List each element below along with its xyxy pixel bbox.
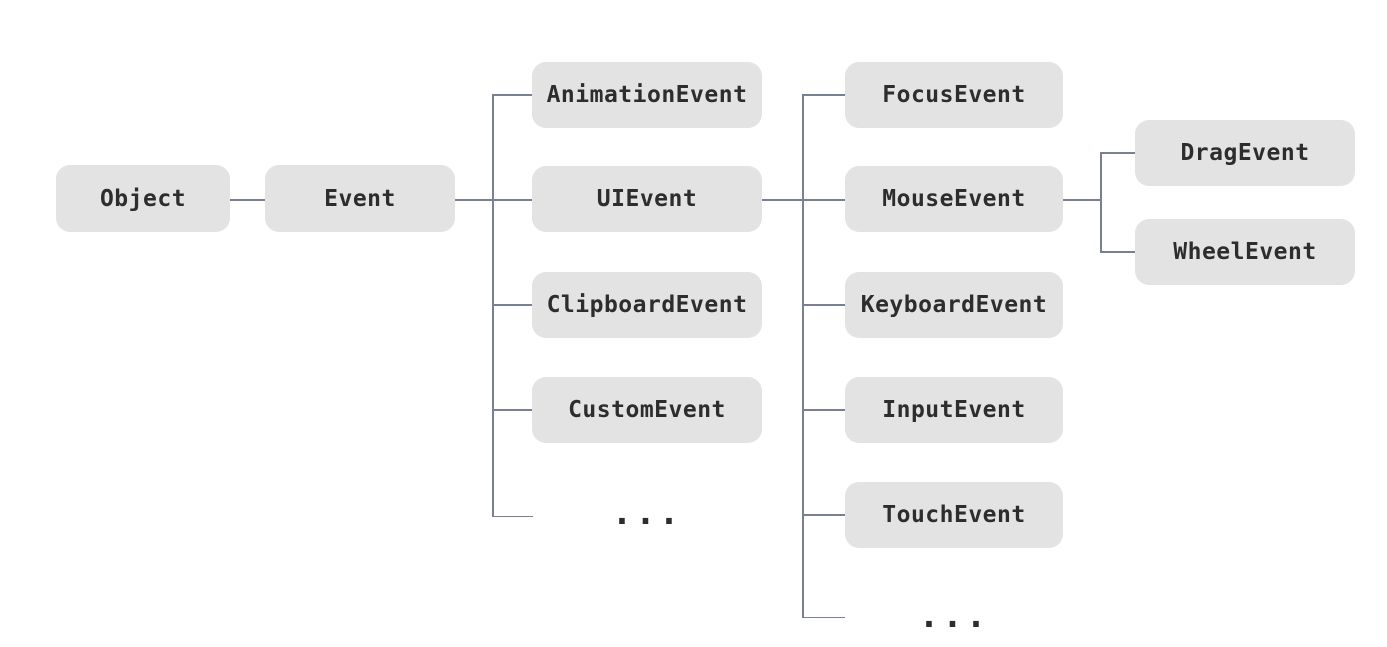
ellipsis-uievent-children: ... xyxy=(845,599,1063,633)
node-event: Event xyxy=(265,165,455,232)
connector-stub-touchevent xyxy=(802,514,845,516)
node-keyboardevent-label: KeyboardEvent xyxy=(860,292,1048,318)
connector-stub-wheelevent xyxy=(1100,251,1135,253)
node-inputevent-label: InputEvent xyxy=(882,397,1026,423)
node-event-label: Event xyxy=(324,185,396,212)
node-uievent: UIEvent xyxy=(532,166,762,232)
connector-event-trunk xyxy=(492,94,494,517)
node-wheelevent: WheelEvent xyxy=(1135,219,1355,285)
connector-object-event xyxy=(230,199,265,201)
node-focusevent: FocusEvent xyxy=(845,62,1063,128)
connector-stub-focusevent xyxy=(802,94,845,96)
connector-stub-keyboardevent xyxy=(802,304,845,306)
connector-uievent-trunk xyxy=(802,94,804,618)
connector-stub-dragevent xyxy=(1100,152,1135,154)
node-inputevent: InputEvent xyxy=(845,377,1063,443)
ellipsis-uievent-children-label: ... xyxy=(918,596,990,636)
connector-stub-animationevent xyxy=(492,94,532,96)
connector-uievent-children xyxy=(762,199,845,201)
node-object: Object xyxy=(56,165,230,232)
connector-event-uievent xyxy=(455,199,532,201)
node-customevent: CustomEvent xyxy=(532,377,762,443)
connector-stub-clipboardevent xyxy=(492,304,532,306)
node-uievent-label: UIEvent xyxy=(596,186,698,212)
node-animationevent-label: AnimationEvent xyxy=(546,82,748,108)
connector-mouseevent-children xyxy=(1061,199,1102,201)
node-wheelevent-label: WheelEvent xyxy=(1173,239,1317,265)
node-animationevent: AnimationEvent xyxy=(532,62,762,128)
connector-stub-event-more xyxy=(492,515,533,517)
node-touchevent-label: TouchEvent xyxy=(882,502,1026,528)
ellipsis-event-children: ... xyxy=(532,496,762,530)
node-clipboardevent: ClipboardEvent xyxy=(532,272,762,338)
node-dragevent: DragEvent xyxy=(1135,120,1355,186)
node-mouseevent-label: MouseEvent xyxy=(882,186,1026,212)
node-mouseevent: MouseEvent xyxy=(845,166,1063,232)
node-touchevent: TouchEvent xyxy=(845,482,1063,548)
node-customevent-label: CustomEvent xyxy=(568,397,726,423)
node-keyboardevent: KeyboardEvent xyxy=(845,272,1063,338)
connector-mouseevent-trunk xyxy=(1100,152,1102,252)
ellipsis-event-children-label: ... xyxy=(611,493,683,533)
node-focusevent-label: FocusEvent xyxy=(882,82,1026,108)
connector-stub-customevent xyxy=(492,409,532,411)
node-clipboardevent-label: ClipboardEvent xyxy=(546,292,748,318)
connector-stub-uievent-more xyxy=(802,616,845,618)
node-dragevent-label: DragEvent xyxy=(1180,140,1310,166)
connector-stub-inputevent xyxy=(802,409,845,411)
node-object-label: Object xyxy=(99,185,187,212)
